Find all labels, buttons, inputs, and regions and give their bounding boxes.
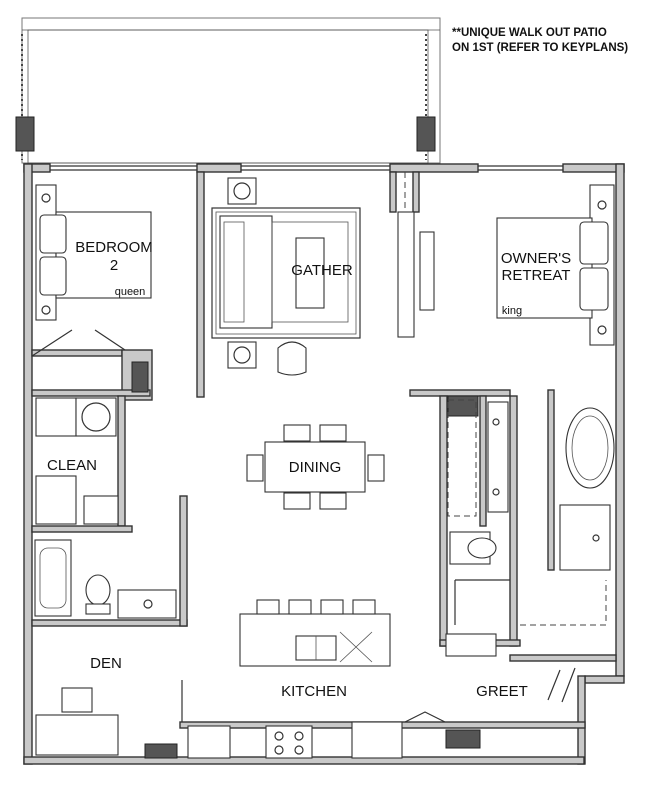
washer	[75, 397, 117, 437]
owners-retreat: OWNER'S RETREAT king	[496, 184, 615, 346]
lamp-icon	[597, 200, 607, 210]
lamp-icon	[233, 182, 251, 200]
vanity	[487, 401, 509, 513]
ensuite	[445, 395, 615, 657]
toilet	[467, 537, 497, 559]
fireplace	[397, 211, 415, 338]
refrigerator	[351, 721, 403, 759]
stool	[320, 599, 344, 615]
lamp-icon	[41, 193, 51, 203]
chair	[283, 492, 311, 510]
main-bath	[34, 539, 177, 619]
owners-retreat-label: OWNER'S	[501, 250, 571, 267]
pillow	[579, 267, 609, 311]
gather: GATHER	[211, 172, 435, 376]
pillow	[39, 256, 67, 296]
patio-post-right	[416, 116, 436, 152]
dining: DINING	[246, 424, 385, 510]
armchair	[277, 341, 307, 376]
tv-unit	[419, 231, 435, 311]
sofa	[219, 215, 273, 329]
patio-note: **UNIQUE WALK OUT PATIO ON 1ST (REFER TO…	[452, 26, 657, 56]
bedroom-2-label: BEDROOM	[75, 239, 153, 256]
lamp-icon	[41, 305, 51, 315]
bedroom-2-bed-label: queen	[115, 286, 146, 298]
owners-bed-label: king	[502, 305, 522, 317]
greet: GREET	[445, 667, 576, 749]
chair	[319, 492, 347, 510]
stool	[256, 599, 280, 615]
patio	[15, 17, 441, 164]
bedroom-2-number: 2	[110, 257, 118, 274]
kitchen: KITCHEN	[187, 599, 446, 759]
dining-table	[264, 441, 366, 493]
stool	[288, 599, 312, 615]
greet-label: GREET	[476, 683, 528, 700]
bedroom-2: BEDROOM 2 queen	[31, 184, 153, 393]
lamp-icon	[597, 325, 607, 335]
area-rug	[211, 207, 361, 339]
king-bed	[496, 217, 593, 319]
kitchen-label: KITCHEN	[281, 683, 347, 700]
lamp-icon	[233, 346, 251, 364]
office-chair	[61, 687, 93, 713]
chair	[367, 454, 385, 482]
laundry: CLEAN	[35, 397, 119, 525]
queen-bed	[55, 211, 152, 299]
stool	[352, 599, 376, 615]
den: DEN	[35, 655, 183, 759]
coffee-table	[295, 237, 325, 309]
vanity	[117, 589, 177, 619]
chair	[319, 424, 347, 442]
den-label: DEN	[90, 655, 122, 672]
bathtub	[565, 407, 615, 489]
shower	[559, 504, 611, 571]
chair	[283, 424, 311, 442]
dryer	[35, 397, 77, 437]
pillow	[579, 221, 609, 265]
patio-note-line-1: **UNIQUE WALK OUT PATIO	[452, 27, 607, 39]
desk	[35, 714, 119, 756]
gather-label: GATHER	[291, 262, 353, 279]
side-table	[227, 341, 257, 369]
pillow	[39, 214, 67, 254]
cabinet	[35, 475, 77, 525]
owners-retreat-label-2: RETREAT	[502, 267, 571, 284]
side-table	[227, 177, 257, 205]
dining-label: DINING	[289, 459, 342, 476]
patio-note-line-2: ON 1ST (REFER TO KEYPLANS)	[452, 42, 629, 54]
exterior-walls	[23, 163, 625, 765]
toilet	[85, 574, 111, 606]
cooktop	[265, 725, 313, 759]
patio-post-left	[15, 116, 35, 152]
clean-label: CLEAN	[47, 457, 97, 474]
headboard	[589, 184, 615, 346]
chair	[246, 454, 264, 482]
